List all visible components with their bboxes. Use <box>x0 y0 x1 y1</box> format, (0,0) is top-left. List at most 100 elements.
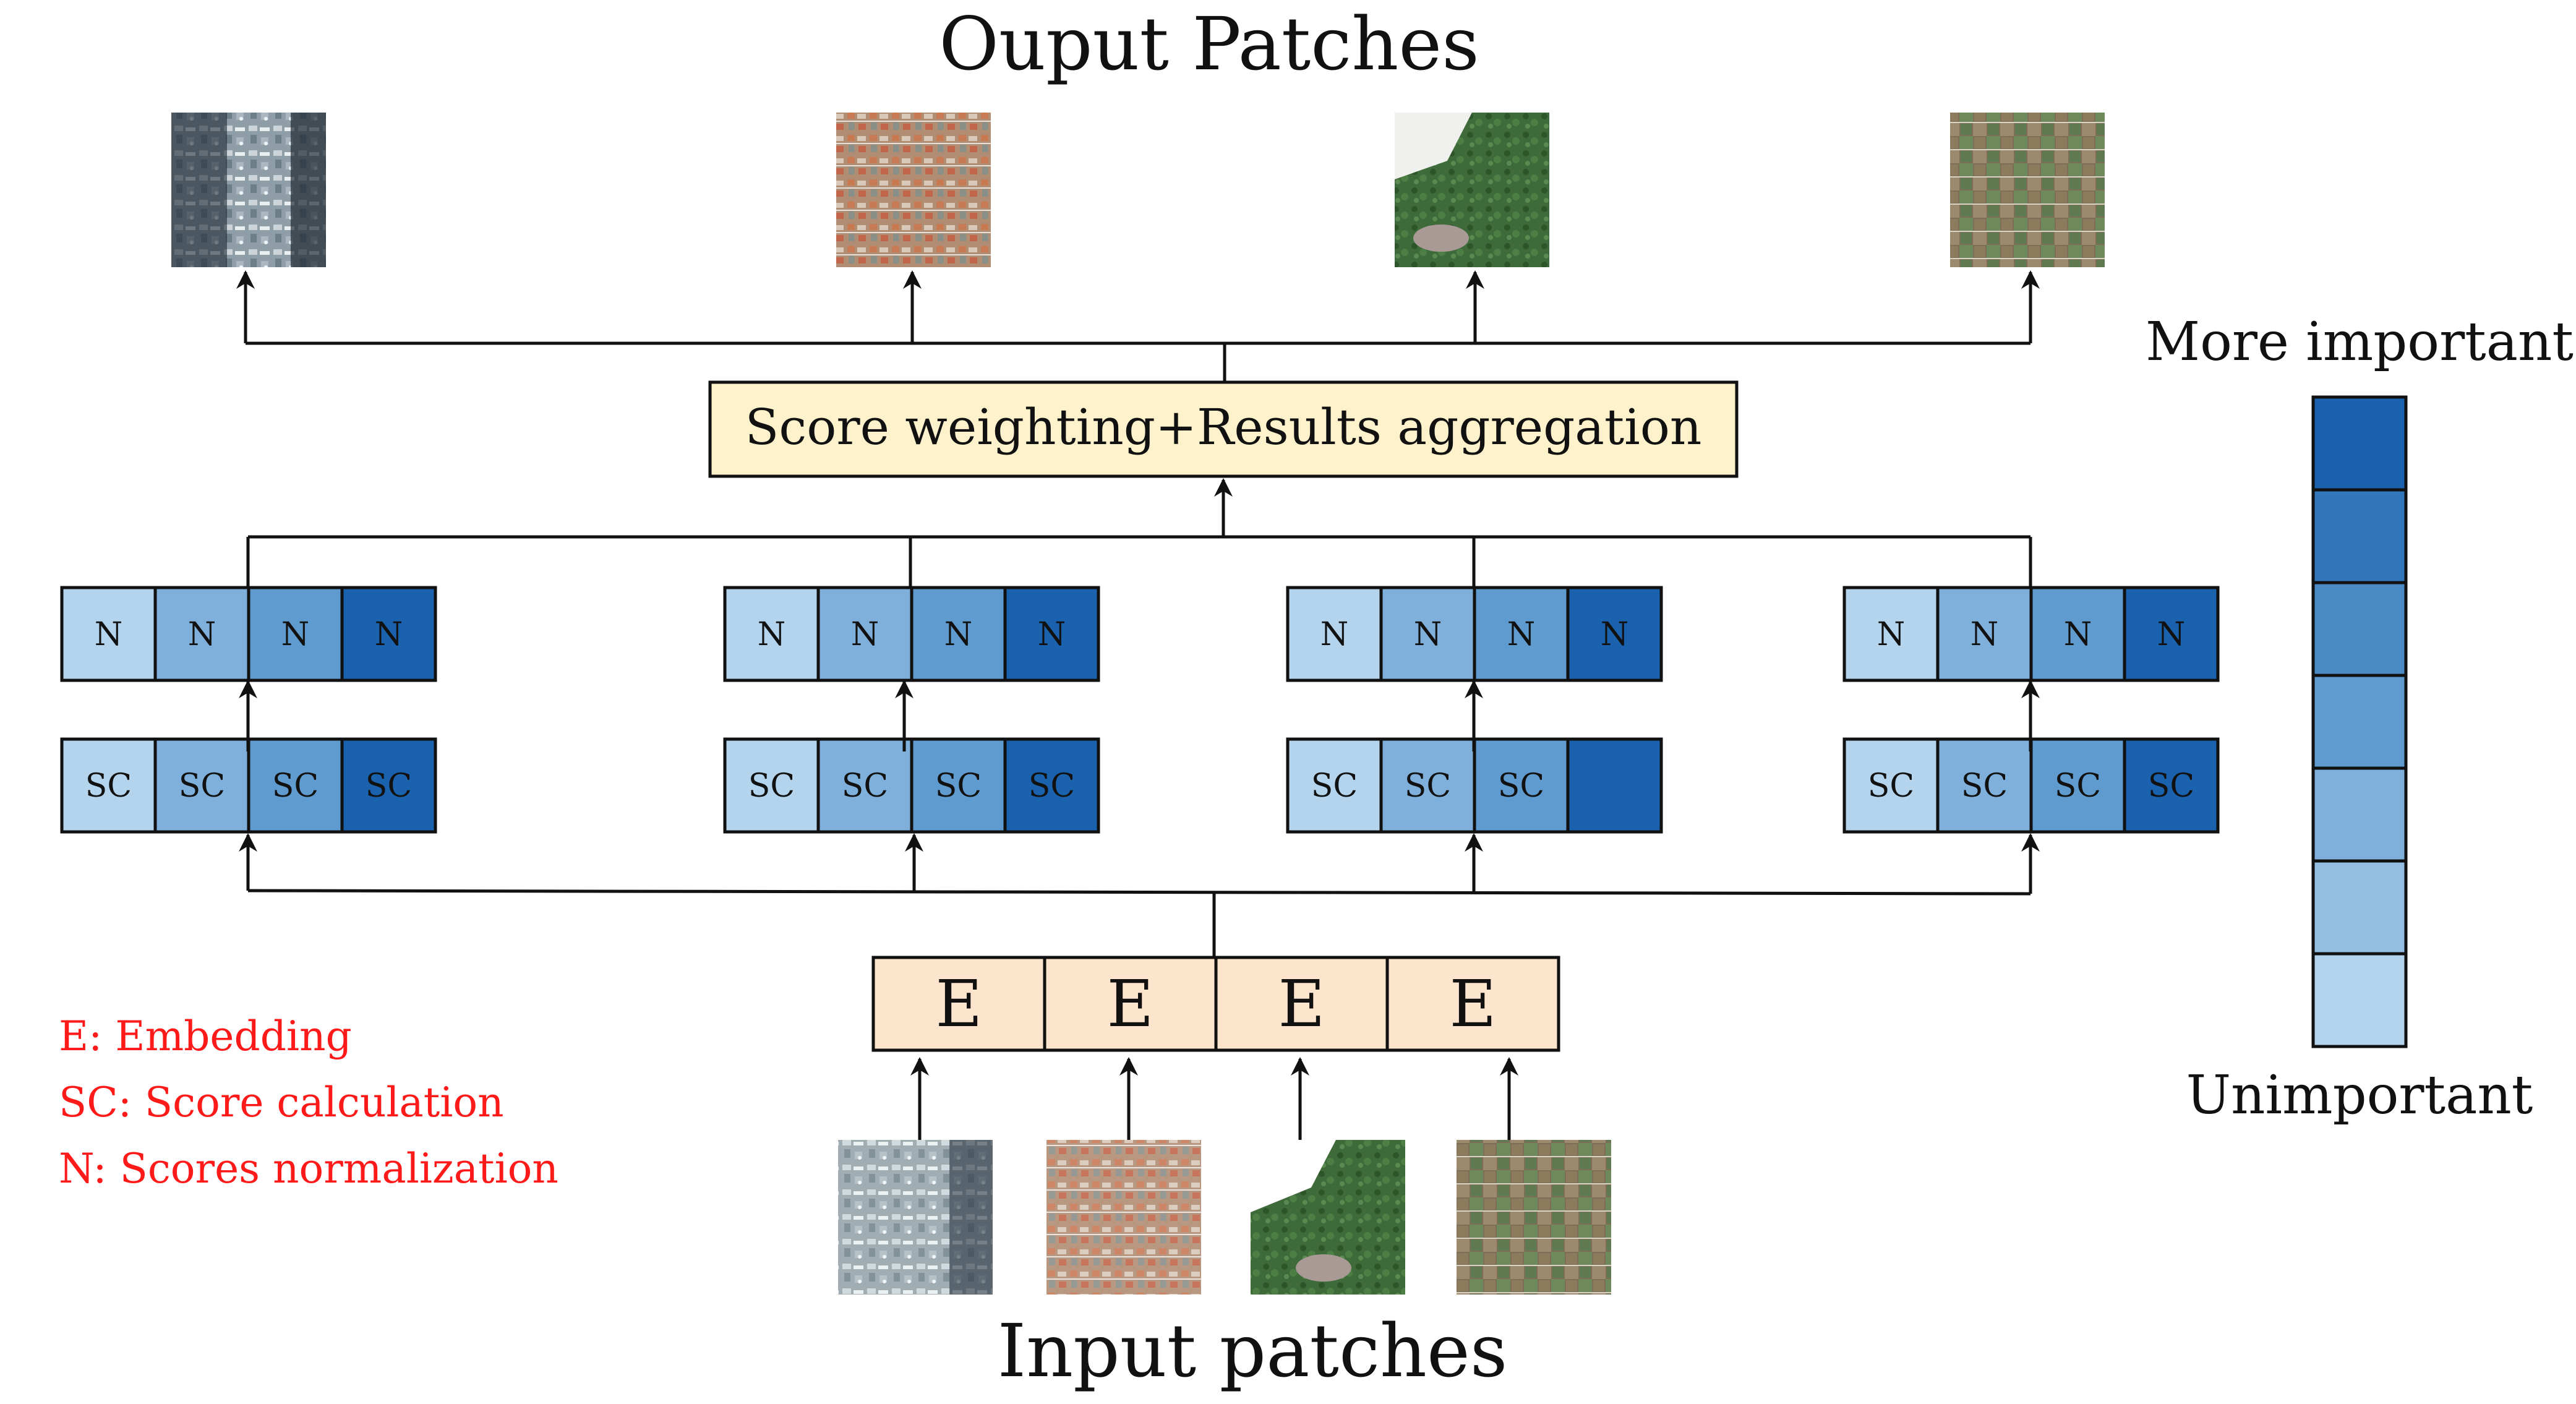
score-cell-bg <box>2029 737 2126 834</box>
normalization-cell: N <box>375 616 403 653</box>
normalization-cell: N <box>1038 616 1066 653</box>
normalization-cell-bg <box>1566 586 1663 682</box>
normalization-cell-bg <box>1003 586 1100 682</box>
embedding-to-score-connectors <box>239 833 2040 957</box>
normalization-cell: N <box>851 616 879 653</box>
scale-cell <box>2311 581 2408 677</box>
score-cell: SC <box>748 768 795 805</box>
scale-cell <box>2311 859 2408 956</box>
score-cell: SC <box>2055 768 2101 805</box>
normalization-cell: N <box>1507 616 1536 653</box>
input-patch-2 <box>1046 1140 1201 1295</box>
embedding-cell: E <box>1450 966 1497 1042</box>
score-cell-bg <box>1003 737 1100 834</box>
embedding-cell-bg <box>1385 956 1560 1052</box>
normalization-cell-bg <box>247 586 344 682</box>
score-cell-bg <box>816 737 914 834</box>
embedding-cell-bg <box>1043 956 1218 1052</box>
normalization-cell-bg <box>2029 586 2126 682</box>
normalization-cell: N <box>758 616 786 653</box>
normalization-cell: N <box>1601 616 1629 653</box>
score-cell: SC <box>1029 768 1075 805</box>
normalization-cell: N <box>1971 616 1999 653</box>
score-cell-bg <box>247 737 344 834</box>
score-cell: SC <box>935 768 982 805</box>
output-patch-4 <box>1950 113 2105 267</box>
normalization-cell-bg <box>2123 586 2220 682</box>
normalization-cell-bg <box>60 586 157 682</box>
score-cell-bg <box>153 737 250 834</box>
score-cell: SC <box>366 768 412 805</box>
branch-3: N N N N SC SC SC <box>1286 586 1663 834</box>
score-cell: SC <box>1498 768 1544 805</box>
score-cell-bg <box>340 737 437 834</box>
score-cell: SC <box>85 768 132 805</box>
input-patches <box>838 1140 1611 1295</box>
score-cell-bg <box>60 737 157 834</box>
score-cell: SC <box>1405 768 1451 805</box>
aggregation-label: Score weighting+Results aggregation <box>745 398 1702 456</box>
score-cell: SC <box>2148 768 2194 805</box>
score-row: SC SC SC SC <box>723 737 1100 834</box>
input-to-embedding-arrows <box>910 1057 1518 1140</box>
legend-scores-normalization: N: Scores normalization <box>59 1145 558 1192</box>
embedding-cell: E <box>1107 966 1154 1042</box>
output-patches-title: Ouput Patches <box>939 1 1479 87</box>
score-cell-bg <box>1936 737 2033 834</box>
normalization-cell: N <box>281 616 310 653</box>
scale-bottom-label: Unimportant <box>2186 1064 2533 1126</box>
scale-bar <box>2311 395 2408 1048</box>
scale-top-label: More important <box>2146 311 2574 373</box>
score-cell: SC <box>1868 768 1914 805</box>
scale-cell <box>2311 395 2408 492</box>
normalization-cell: N <box>95 616 123 653</box>
score-cell-bg <box>1379 737 1476 834</box>
normalization-cell: N <box>1877 616 1906 653</box>
scale-cell <box>2311 488 2408 584</box>
normalization-cell-bg <box>723 586 820 682</box>
normalization-cell-bg <box>910 586 1007 682</box>
input-patches-title: Input patches <box>998 1308 1508 1393</box>
output-patches <box>171 113 2105 267</box>
score-cell: SC <box>272 768 319 805</box>
output-patch-1 <box>171 113 326 267</box>
scale-cell <box>2311 952 2408 1048</box>
output-connectors <box>236 270 2040 382</box>
normalization-cell-bg <box>1842 586 1940 682</box>
score-cell-bg <box>2123 737 2220 834</box>
legend-embedding: E: Embedding <box>59 1012 352 1060</box>
normalization-cell: N <box>2157 616 2186 653</box>
normalization-cell: N <box>1320 616 1349 653</box>
normalization-to-aggregation-connectors <box>246 478 2032 588</box>
input-patch-4 <box>1457 1140 1611 1295</box>
importance-scale: More important Unimportant <box>2146 311 2574 1126</box>
embedding-cell-bg <box>871 956 1046 1052</box>
normalization-cell: N <box>2064 616 2092 653</box>
score-cell: SC <box>179 768 225 805</box>
normalization-cell-bg <box>1379 586 1476 682</box>
score-cell: SC <box>842 768 888 805</box>
score-row: SC SC SC SC <box>60 737 437 834</box>
normalization-cell-bg <box>340 586 437 682</box>
score-cell-bg <box>910 737 1007 834</box>
scale-cell <box>2311 674 2408 770</box>
normalization-cell: N <box>944 616 973 653</box>
branch-2: N N N N SC SC SC SC <box>723 586 1100 834</box>
input-patch-1 <box>838 1140 993 1295</box>
normalization-cell-bg <box>153 586 250 682</box>
normalization-cell: N <box>1414 616 1442 653</box>
legend-score-calculation: SC: Score calculation <box>59 1079 504 1126</box>
score-cell-bg <box>1842 737 1940 834</box>
score-to-normalization-arrows <box>239 680 2040 751</box>
embedding-cell-bg <box>1214 956 1389 1052</box>
legend: E: Embedding SC: Score calculation N: Sc… <box>59 1012 558 1192</box>
score-cell: SC <box>1311 768 1358 805</box>
embedding-cell: E <box>1278 966 1325 1042</box>
